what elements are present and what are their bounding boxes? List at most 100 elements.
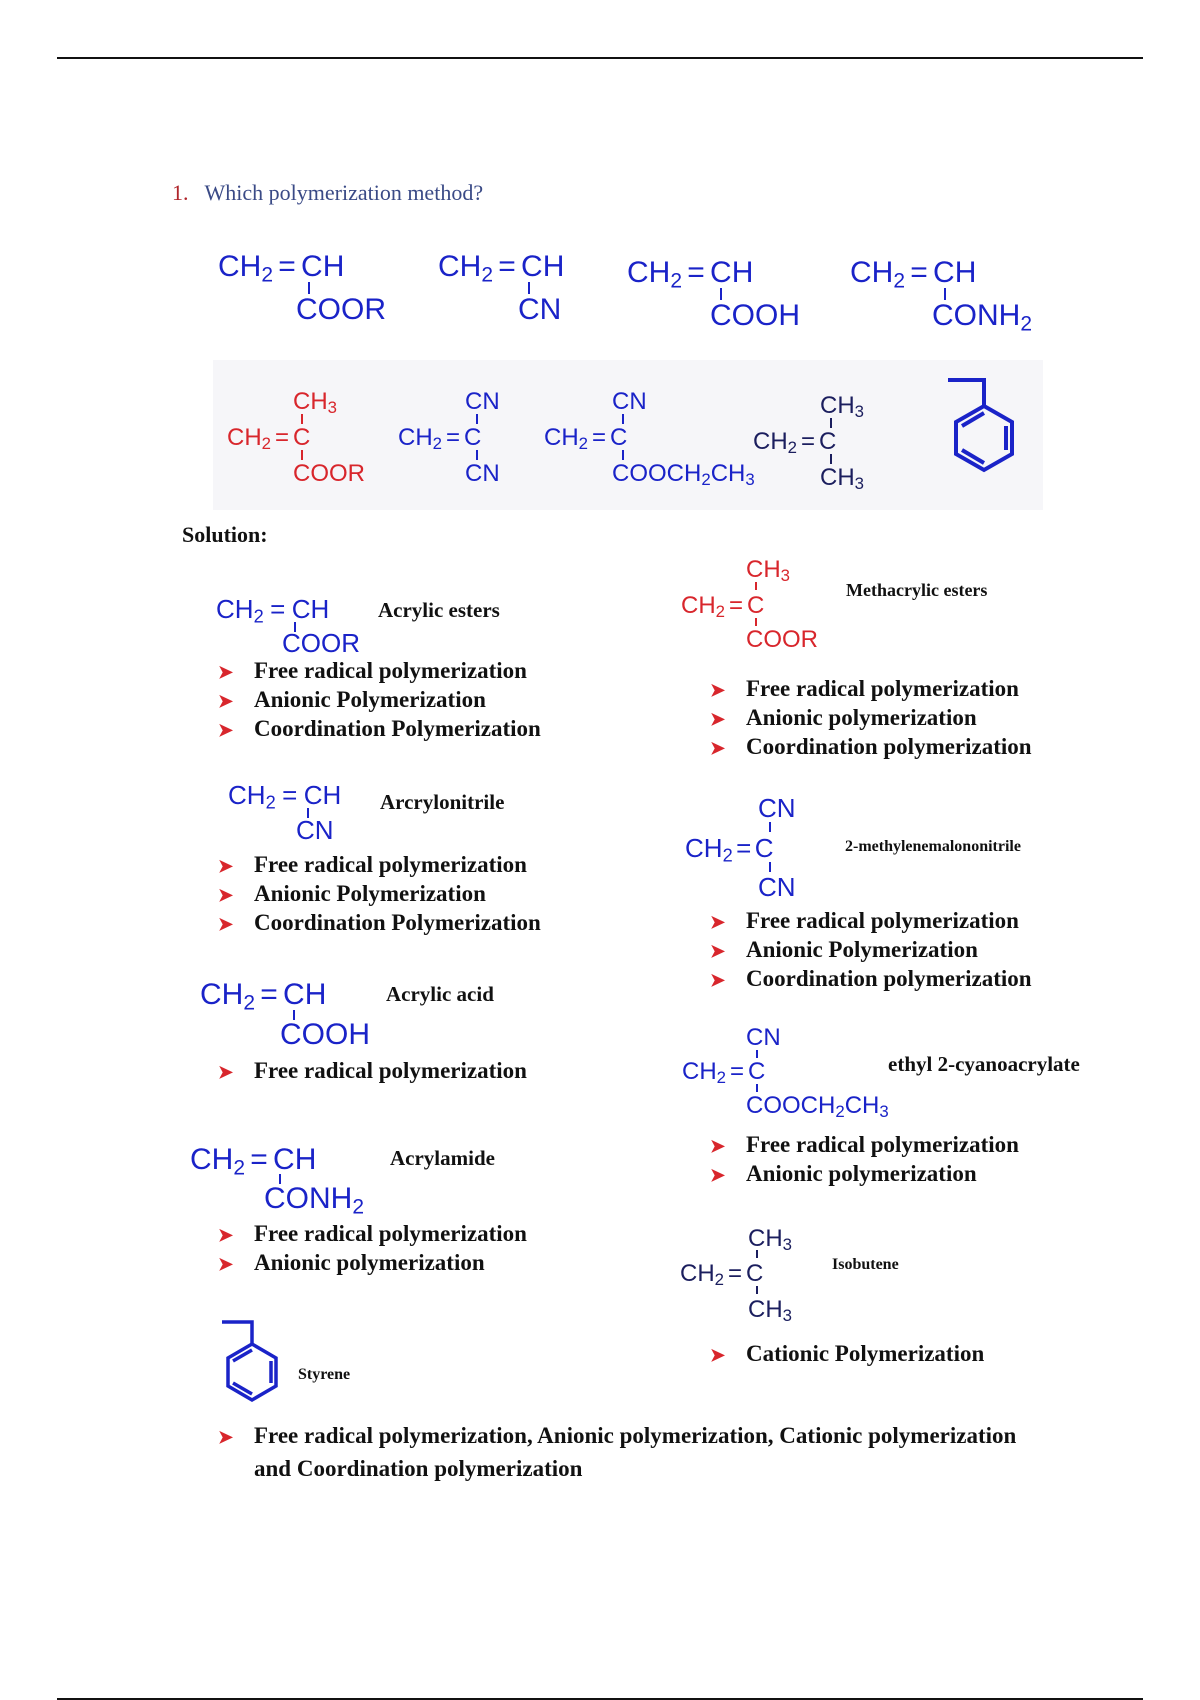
- arrow-bullet-icon: ➤: [710, 1345, 726, 1365]
- group-cn: CN: [758, 872, 796, 902]
- monomer-name: Methacrylic esters: [846, 580, 988, 600]
- arrow-bullet-icon: ➤: [218, 1062, 234, 1082]
- q-group-cn: CN: [465, 460, 500, 487]
- arrow-bullet-icon: ➤: [710, 709, 726, 729]
- group-cn: CN: [296, 815, 334, 845]
- formula-line: CH2=CH: [216, 594, 330, 627]
- bond-line: [301, 414, 303, 424]
- styrene-methods: ➤Free radical polymerization, Anionic po…: [218, 1420, 1016, 1485]
- bond-line: [769, 862, 771, 872]
- bond-line: [308, 282, 310, 294]
- bond-line: [756, 1286, 758, 1294]
- arrow-bullet-icon: ➤: [218, 1254, 234, 1274]
- list-item: ➤Coordination Polymerization: [218, 909, 541, 938]
- arrow-bullet-icon: ➤: [710, 1136, 726, 1156]
- bond-line: [830, 454, 832, 464]
- monomer-name: Acrylamide: [390, 1146, 495, 1170]
- method-list: ➤Free radical polymerization ➤Anionic Po…: [218, 657, 541, 744]
- bond-line: [755, 618, 757, 626]
- bottom-rule: [57, 1698, 1143, 1700]
- q-formula-line: CH2=CH: [218, 250, 345, 287]
- method-list: ➤Free radical polymerization ➤Anionic Po…: [218, 851, 541, 938]
- list-item: ➤Free radical polymerization: [710, 907, 1032, 936]
- arrow-bullet-icon: ➤: [218, 1225, 234, 1245]
- arrow-bullet-icon: ➤: [710, 1165, 726, 1185]
- solution-label: Solution:: [182, 522, 268, 547]
- q-group-coor: COOR: [293, 460, 365, 487]
- list-item: ➤Anionic Polymerization: [218, 686, 541, 715]
- bond-line: [755, 582, 757, 590]
- q-group-ch3: CH3: [820, 464, 865, 494]
- method-list: ➤Free radical polymerization ➤Anionic Po…: [710, 907, 1032, 994]
- list-item: ➤Free radical polymerization: [218, 1057, 527, 1086]
- group-cooh: COOH: [280, 1018, 370, 1051]
- q-formula-line: CH2=C: [398, 424, 482, 454]
- arrow-bullet-icon: ➤: [710, 970, 726, 990]
- group-cooch2ch3: COOCH2CH3: [746, 1092, 889, 1122]
- arrow-bullet-icon: ➤: [710, 680, 726, 700]
- list-item-continuation: and Coordination polymerization: [254, 1456, 583, 1481]
- q-group-cooh: COOH: [710, 299, 800, 332]
- q-group-cooch2ch3: COOCH2CH3: [612, 460, 755, 490]
- bond-line: [756, 1084, 758, 1092]
- bond-line: [476, 450, 478, 460]
- group-conh2: CONH2: [264, 1182, 365, 1219]
- arrow-bullet-icon: ➤: [218, 1427, 234, 1447]
- q-formula-line: CH2=CH: [627, 256, 754, 293]
- styrene-structure: [222, 1320, 278, 1403]
- formula-line: CH2=C: [685, 833, 774, 866]
- list-item: ➤Anionic Polymerization: [218, 880, 541, 909]
- formula-line: CH2=CH: [200, 978, 327, 1015]
- list-item: ➤Anionic Polymerization: [710, 936, 1032, 965]
- bond-line: [307, 808, 309, 818]
- arrow-bullet-icon: ➤: [218, 691, 234, 711]
- arrow-bullet-icon: ➤: [710, 738, 726, 758]
- bond-line: [622, 450, 624, 460]
- method-list: ➤Cationic Polymerization: [710, 1340, 984, 1369]
- list-item: ➤Anionic polymerization: [710, 704, 1032, 733]
- q-formula-line: CH2=C: [753, 428, 837, 458]
- bond-line: [528, 282, 530, 294]
- question-number: 1.: [172, 180, 189, 205]
- arrow-bullet-icon: ➤: [218, 720, 234, 740]
- bond-line: [830, 418, 832, 428]
- group-coor: COOR: [282, 628, 360, 658]
- arrow-bullet-icon: ➤: [218, 885, 234, 905]
- arrow-bullet-icon: ➤: [710, 912, 726, 932]
- group-ch3: CH3: [748, 1225, 793, 1255]
- group-cn: CN: [758, 793, 796, 823]
- q-group-ch3: CH3: [820, 392, 865, 422]
- question-text: Which polymerization method?: [204, 180, 484, 205]
- arrow-bullet-icon: ➤: [710, 941, 726, 961]
- list-item: ➤Free radical polymerization: [218, 1220, 527, 1249]
- list-item: ➤Coordination polymerization: [710, 965, 1032, 994]
- group-ch3: CH3: [746, 556, 791, 586]
- q-group-cn: CN: [612, 388, 647, 415]
- list-item: ➤Free radical polymerization: [218, 851, 541, 880]
- method-list: ➤Free radical polymerization ➤Anionic po…: [218, 1220, 527, 1278]
- q-formula-line: CH2=C: [544, 424, 628, 454]
- list-item: ➤Free radical polymerization, Anionic po…: [218, 1420, 1016, 1453]
- q-formula-line: CH2=CH: [438, 250, 565, 287]
- monomer-name: Styrene: [298, 1366, 351, 1383]
- bond-line: [293, 1010, 295, 1020]
- arrow-bullet-icon: ➤: [218, 856, 234, 876]
- q-group-cn: CN: [465, 388, 500, 415]
- bond-line: [720, 288, 722, 300]
- list-item: ➤Free radical polymerization: [218, 657, 541, 686]
- bond-line: [756, 1050, 758, 1058]
- formula-line: CH2=C: [682, 1058, 766, 1088]
- bond-line: [279, 1174, 281, 1184]
- monomer-name: Arcrylonitrile: [380, 790, 505, 814]
- method-list: ➤Free radical polymerization ➤Anionic po…: [710, 675, 1032, 762]
- formula-line: CH2=CH: [190, 1143, 317, 1180]
- bond-line: [301, 450, 303, 460]
- bond-line: [756, 1250, 758, 1258]
- monomer-name: Acrylic acid: [386, 982, 494, 1006]
- arrow-bullet-icon: ➤: [218, 914, 234, 934]
- q-group-conh2: CONH2: [932, 299, 1033, 336]
- list-item: ➤Cationic Polymerization: [710, 1340, 984, 1369]
- formula-line: CH2=C: [680, 1260, 764, 1290]
- q-group-cn: CN: [518, 293, 562, 326]
- group-cn: CN: [746, 1024, 781, 1051]
